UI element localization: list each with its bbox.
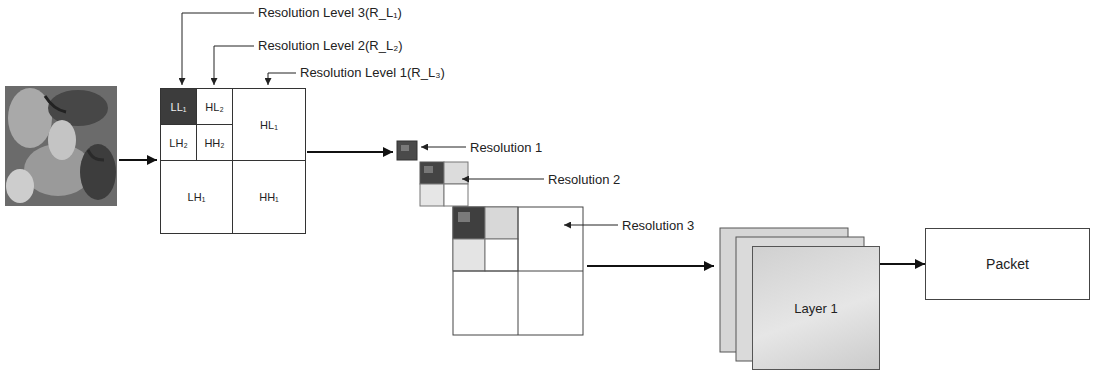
photo-ground <box>5 86 117 206</box>
image-texture <box>458 212 470 222</box>
resolution-level-label: Resolution Level 1(R_L₃) <box>300 65 445 80</box>
box-label: HH₁ <box>259 191 279 203</box>
hh-subband-box: HH₁ <box>232 160 306 234</box>
flow-arrow <box>119 159 157 161</box>
box-label: Layer 1 <box>794 301 837 316</box>
resolution-level-label: Resolution Level 3(R_L₁) <box>258 5 402 20</box>
box-label: HL₂ <box>205 101 223 113</box>
pepper-shape <box>80 144 116 200</box>
ll-subband <box>420 162 444 184</box>
flow-arrow <box>587 265 714 267</box>
hl-subband <box>485 207 518 239</box>
leader-line <box>564 225 618 226</box>
layer-sheet: Layer 1 <box>752 246 880 370</box>
hl-subband <box>444 162 468 184</box>
resolution-label: Resolution 1 <box>470 140 542 155</box>
pepper-stem <box>45 96 66 112</box>
hh-subband-box: HH₂ <box>196 124 233 161</box>
hl-subband-box: HL₂ <box>196 88 233 125</box>
flow-arrow <box>307 151 393 153</box>
box-label: HL₁ <box>260 119 278 131</box>
ll-subband <box>453 207 485 239</box>
lh-subband-box: LH₂ <box>160 124 197 161</box>
box-label: HH₂ <box>204 137 224 149</box>
resolution-level-label: Resolution Level 2(R_L₂) <box>258 38 403 53</box>
pepper-stem <box>88 150 104 160</box>
box-label: LL₁ <box>171 101 187 113</box>
source-photo <box>5 86 117 206</box>
hl-subband-box: HL₁ <box>232 88 306 161</box>
lh-subband-box: LH₁ <box>160 160 233 234</box>
box-label: LH₁ <box>188 191 206 203</box>
resolution-label: Resolution 3 <box>622 218 694 233</box>
pepper-shape <box>48 120 76 160</box>
leader-line <box>214 46 254 85</box>
subband-frame <box>453 207 583 335</box>
pepper-shape <box>6 169 34 203</box>
leader-line <box>421 147 466 148</box>
leader-line <box>268 73 296 85</box>
leader-line <box>462 179 544 180</box>
hh-subband <box>485 239 518 271</box>
resolution-1-image <box>397 141 417 160</box>
subband-divider <box>453 271 583 272</box>
box-label: Packet <box>986 256 1029 272</box>
hh-subband <box>444 184 468 206</box>
lh-subband <box>453 239 485 271</box>
leader-line <box>182 13 254 85</box>
box-label: LH₂ <box>169 137 187 149</box>
flow-arrow <box>880 263 925 265</box>
ll-subband-box: LL₁ <box>160 88 197 125</box>
resolution-2-image <box>420 162 468 206</box>
resolution-label: Resolution 2 <box>548 172 620 187</box>
image-texture <box>424 166 433 173</box>
resolution-3-image <box>453 207 583 335</box>
packet-box: Packet <box>925 228 1090 300</box>
lh-subband <box>420 184 444 206</box>
image-texture <box>401 145 409 151</box>
